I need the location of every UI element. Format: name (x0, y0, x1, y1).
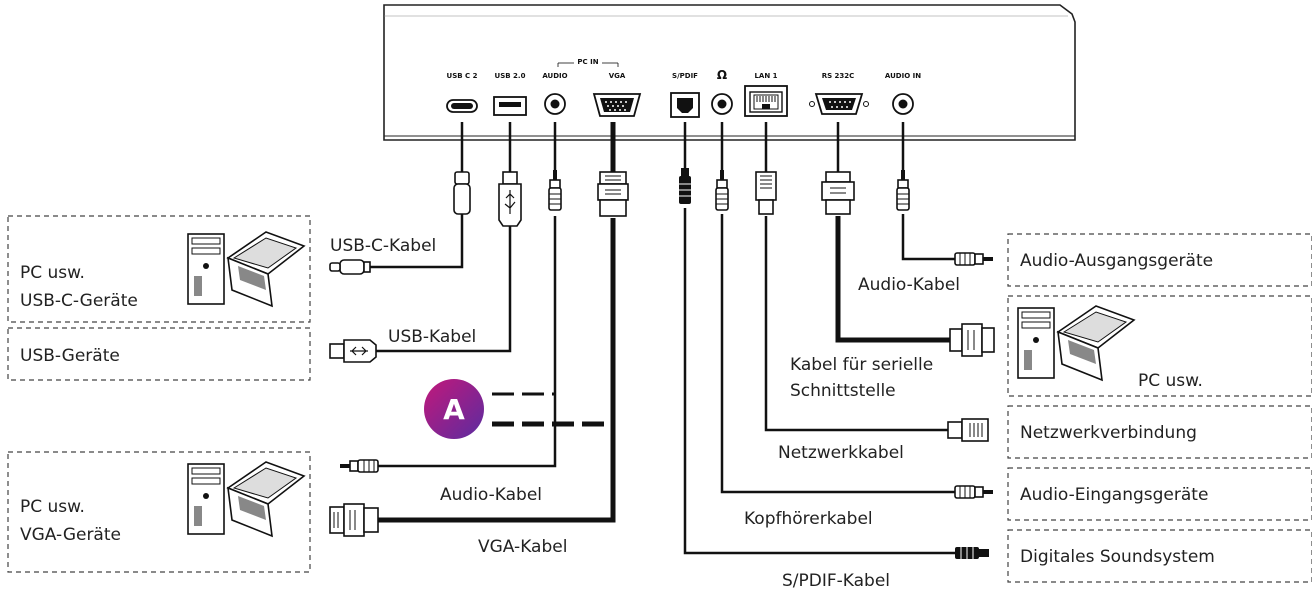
audio-out-plug-icon (954, 252, 993, 266)
usbc-horizontal-plug-icon (329, 259, 371, 275)
audio-plug-icon (548, 170, 562, 211)
cable-label-network: Netzwerkkabel (778, 443, 904, 463)
cable-label-usbc: USB-C-Kabel (330, 236, 436, 256)
device-box-pc-right (1007, 295, 1312, 397)
device-label-pc-vga-1: PC usw. (20, 497, 85, 517)
cable-label-serial-2: Schnittstelle (790, 381, 896, 401)
port-label-usbc2: USB C 2 (447, 72, 478, 80)
device-label-network: Netzwerkverbindung (1020, 423, 1197, 443)
headphone-port-icon (711, 93, 733, 115)
cable-label-audio-right: Audio-Kabel (858, 275, 960, 295)
headphone-plug-icon (715, 170, 729, 211)
ports (446, 85, 914, 118)
device-label-audio-in: Audio-Eingangsgeräte (1020, 485, 1208, 505)
vga-horizontal-plug-icon (329, 503, 379, 537)
device-label-sound: Digitales Soundsystem (1020, 547, 1215, 567)
lan-plug-icon (755, 171, 777, 215)
marker-a-badge: A (424, 379, 484, 439)
pc-laptop-icon (187, 231, 306, 308)
port-label-spdif: S/PDIF (672, 72, 698, 80)
cable-label-spdif: S/PDIF-Kabel (782, 571, 890, 590)
port-label-audio: AUDIO (542, 72, 567, 80)
pc-laptop-icon (187, 461, 306, 538)
device-box-usb (7, 327, 311, 381)
port-labels: PC IN USB C 2 USB 2.0 AUDIO VGA S/PDIF Ω… (447, 58, 922, 82)
lan-port-icon (744, 85, 788, 117)
device-plugs (329, 252, 995, 559)
rs232-port-icon (809, 93, 869, 115)
cable-labels: USB-C-Kabel USB-Kabel Audio-Kabel VGA-Ka… (330, 236, 960, 590)
audio-horizontal-plug-icon (340, 459, 379, 473)
port-label-pc-in: PC IN (577, 58, 598, 66)
vga-plug-icon (597, 171, 629, 217)
device-box-network (1007, 405, 1312, 459)
device-label-pc-usbc-2: USB-C-Geräte (20, 291, 138, 311)
port-label-usb20: USB 2.0 (495, 72, 526, 80)
cable-label-usb: USB-Kabel (388, 327, 476, 347)
device-label-pc-usbc-1: PC usw. (20, 263, 85, 283)
device-label-usb: USB-Geräte (20, 346, 120, 366)
device-box-sound (1007, 529, 1312, 583)
cable-label-headphone: Kopfhörerkabel (744, 509, 873, 529)
device-panel (383, 4, 1076, 141)
cable-label-audio-left: Audio-Kabel (440, 485, 542, 505)
panel-plugs (453, 168, 910, 227)
audio-port-icon (544, 93, 566, 115)
device-box-pc-vga (7, 451, 311, 573)
spdif-plug-icon (679, 168, 691, 204)
rs232-plug-icon (821, 171, 855, 215)
port-label-audio-in: AUDIO IN (885, 72, 921, 80)
rs232-horizontal-plug-icon (949, 323, 995, 357)
cable-label-serial-1: Kabel für serielle (790, 355, 933, 375)
cable-label-vga: VGA-Kabel (478, 537, 567, 557)
spdif-port-icon (670, 92, 700, 118)
device-label-pc-vga-2: VGA-Geräte (20, 525, 121, 545)
usb-horizontal-plug-icon (329, 339, 377, 363)
device-label-audio-out: Audio-Ausgangsgeräte (1020, 251, 1213, 271)
device-boxes (7, 215, 1312, 583)
port-label-headphone: Ω (717, 68, 727, 82)
audio-in-plug-icon (896, 170, 910, 211)
port-label-vga: VGA (609, 72, 626, 80)
device-box-audio-out (1007, 233, 1312, 287)
device-box-pc-usbc (7, 215, 311, 323)
device-labels: PC usw. USB-C-Geräte USB-Geräte PC usw. … (20, 251, 1215, 567)
cable-wires (370, 122, 955, 555)
spdif-horizontal-plug-icon (955, 547, 989, 559)
usb-plug-icon (498, 171, 522, 227)
port-label-lan1: LAN 1 (754, 72, 777, 80)
vga-port-icon (592, 93, 642, 117)
marker-a-letter: A (443, 393, 465, 426)
audio-in-port-icon (892, 93, 914, 115)
port-label-rs232c: RS 232C (822, 72, 855, 80)
device-label-pc-right: PC usw. (1138, 371, 1203, 391)
device-box-audio-in (1007, 467, 1312, 521)
audio-in-horizontal-plug-icon (954, 485, 993, 499)
usbc-plug-icon (453, 171, 471, 215)
pc-laptop-icon (1017, 305, 1136, 382)
lan-horizontal-plug-icon (947, 418, 989, 442)
